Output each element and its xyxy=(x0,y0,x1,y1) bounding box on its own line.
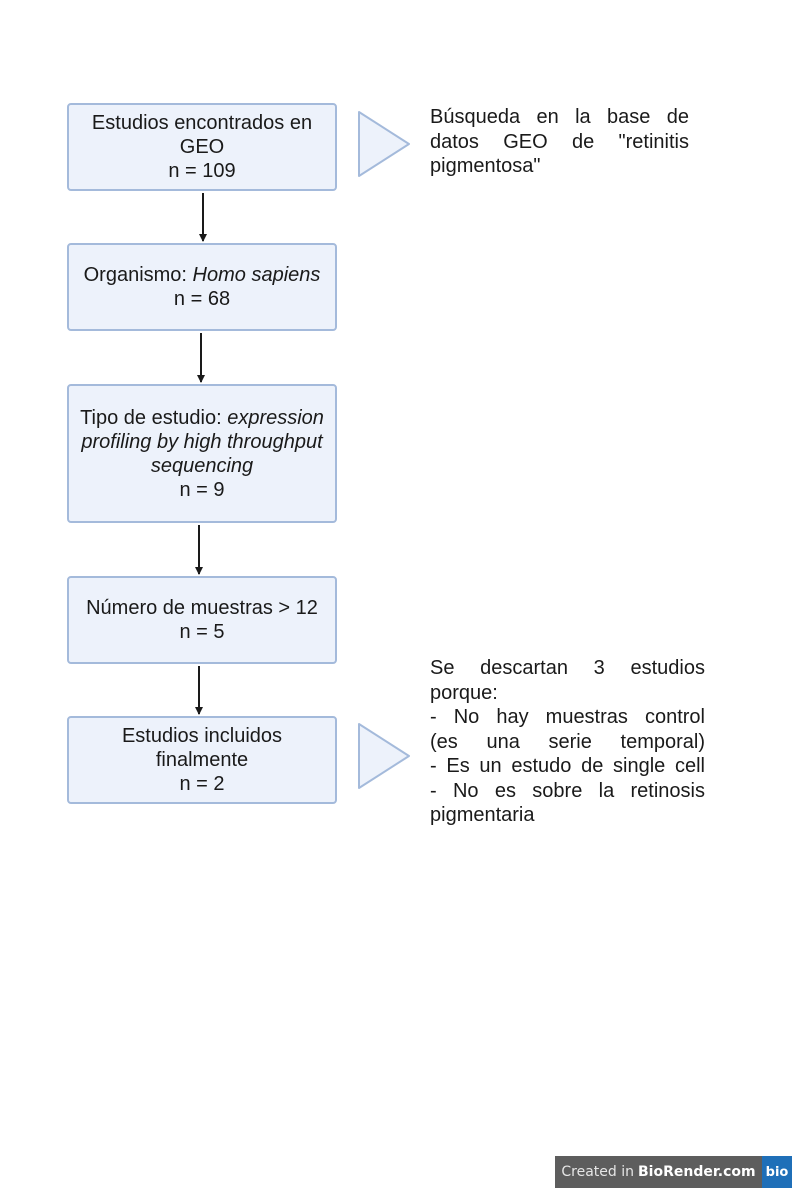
step-2-count: n = 68 xyxy=(173,288,231,310)
note-search-line: Búsqueda en la base de xyxy=(430,106,689,128)
step-box-sample-count: Número de muestras > 12 n = 5 xyxy=(67,576,337,664)
step-box-study-type: Tipo de estudio: expression profiling by… xyxy=(67,384,337,523)
step-1-line-1: Estudios encontrados en xyxy=(91,112,313,134)
note-discard-line: Se descartan 3 estudios xyxy=(430,657,705,679)
badge-created-in: Created in xyxy=(561,1164,635,1180)
note-discard-line: - No es sobre la retinosis xyxy=(430,779,705,802)
note-search-line: pigmentosa" xyxy=(430,155,541,177)
note-discard-line: - No hay muestras control xyxy=(430,706,705,728)
step-1-count: n = 109 xyxy=(168,160,236,182)
step-3-label: Tipo de estudio: xyxy=(80,406,228,429)
step-1-line-2: GEO xyxy=(179,136,225,158)
note-discard-line: pigmentaria xyxy=(430,804,535,826)
biorender-badge[interactable]: Created in BioRender.com bio xyxy=(555,1156,792,1188)
callout-triangle-icon xyxy=(358,111,410,177)
step-2-line-1: Organismo: Homo sapiens xyxy=(84,263,321,287)
step-4-line-1: Número de muestras > 12 xyxy=(86,597,318,619)
step-box-organism: Organismo: Homo sapiens n = 68 xyxy=(67,243,337,331)
note-discard-line: (es una serie temporal) xyxy=(430,730,705,753)
biorender-logo-icon: bio xyxy=(762,1156,792,1188)
step-3-italic-1: expression xyxy=(227,406,324,429)
badge-brand: BioRender.com xyxy=(638,1164,756,1180)
step-3-italic-2: profiling by high throughput xyxy=(81,430,323,453)
note-discard-line: - Es un estudo de single cell xyxy=(430,755,705,777)
step-3-italic-3: sequencing xyxy=(150,454,254,477)
step-3-line-1: Tipo de estudio: expression xyxy=(80,406,324,430)
badge-text: Created in BioRender.com xyxy=(555,1156,762,1188)
note-search-line: datos GEO de "retinitis xyxy=(430,130,689,153)
callout-triangle-icon xyxy=(358,723,410,789)
step-5-count: n = 2 xyxy=(179,773,225,795)
step-5-line-1: Estudios incluidos xyxy=(121,725,283,747)
step-2-label: Organismo: xyxy=(83,264,193,286)
note-discard-line: porque: xyxy=(430,681,498,704)
step-2-italic: Homo sapiens xyxy=(192,264,321,286)
step-box-included-studies: Estudios incluidos finalmente n = 2 xyxy=(67,716,337,804)
step-3-count: n = 9 xyxy=(179,478,225,501)
step-5-line-2: finalmente xyxy=(155,749,249,771)
note-search-description: Búsqueda en la base de datos GEO de "ret… xyxy=(430,105,689,179)
step-4-count: n = 5 xyxy=(179,621,225,643)
note-discard-reasons: Se descartan 3 estudios porque: - No hay… xyxy=(430,656,705,828)
step-box-geo-studies: Estudios encontrados en GEO n = 109 xyxy=(67,103,337,191)
